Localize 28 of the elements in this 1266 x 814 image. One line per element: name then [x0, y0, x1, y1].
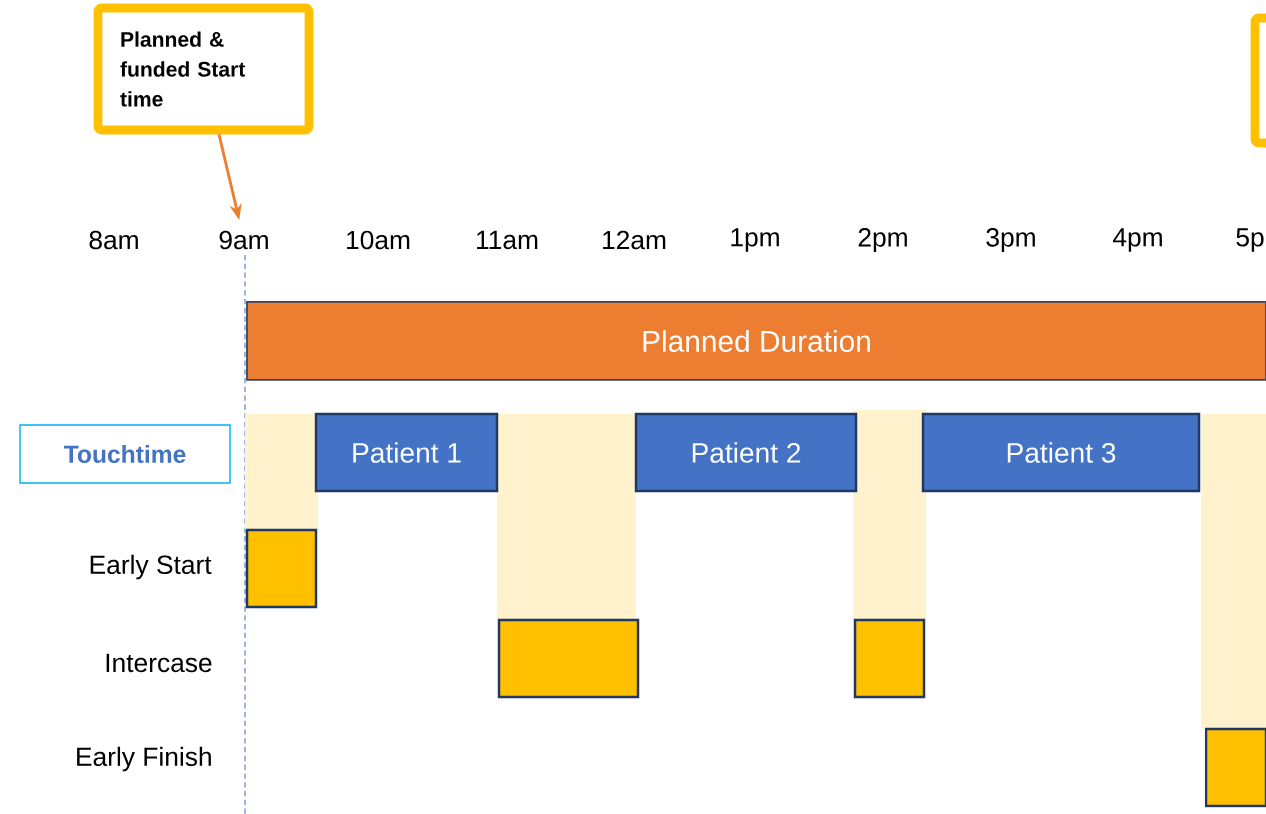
- time-label: 2pm: [858, 228, 907, 252]
- gap-band: [245, 414, 318, 530]
- time-label: 9am: [219, 230, 268, 250]
- time-label: 4pm: [1113, 228, 1162, 252]
- patient-box: Patient 1: [314, 412, 499, 493]
- time-label: 5p: [1236, 228, 1264, 252]
- slot-bar: [853, 618, 926, 699]
- patient-box: Patient 2: [634, 412, 858, 493]
- slot-bar: [245, 528, 318, 609]
- time-label: 3pm: [986, 228, 1035, 252]
- gap-band: [853, 410, 926, 620]
- time-label: 12am: [603, 230, 666, 250]
- time-label: 1pm: [731, 228, 779, 252]
- time-label: 8am: [89, 230, 138, 250]
- touchtime-box: Touchtime: [19, 424, 231, 484]
- gap-band: [1201, 414, 1266, 728]
- slot-bar: [1204, 727, 1266, 808]
- callout-box: [1250, 13, 1266, 148]
- time-label: 10am: [347, 230, 410, 250]
- row-label: Intercase: [106, 653, 212, 673]
- time-label: 11am: [477, 230, 538, 250]
- patient-box: Patient 3: [921, 412, 1201, 493]
- duration-bar: Planned Duration: [246, 301, 1266, 381]
- row-label: Early Start: [90, 554, 212, 580]
- callout-box: Planned & funded Start time: [93, 3, 314, 135]
- row-label: Early Finish: [77, 746, 211, 772]
- gap-band: [497, 414, 636, 620]
- slot-bar: [497, 618, 640, 699]
